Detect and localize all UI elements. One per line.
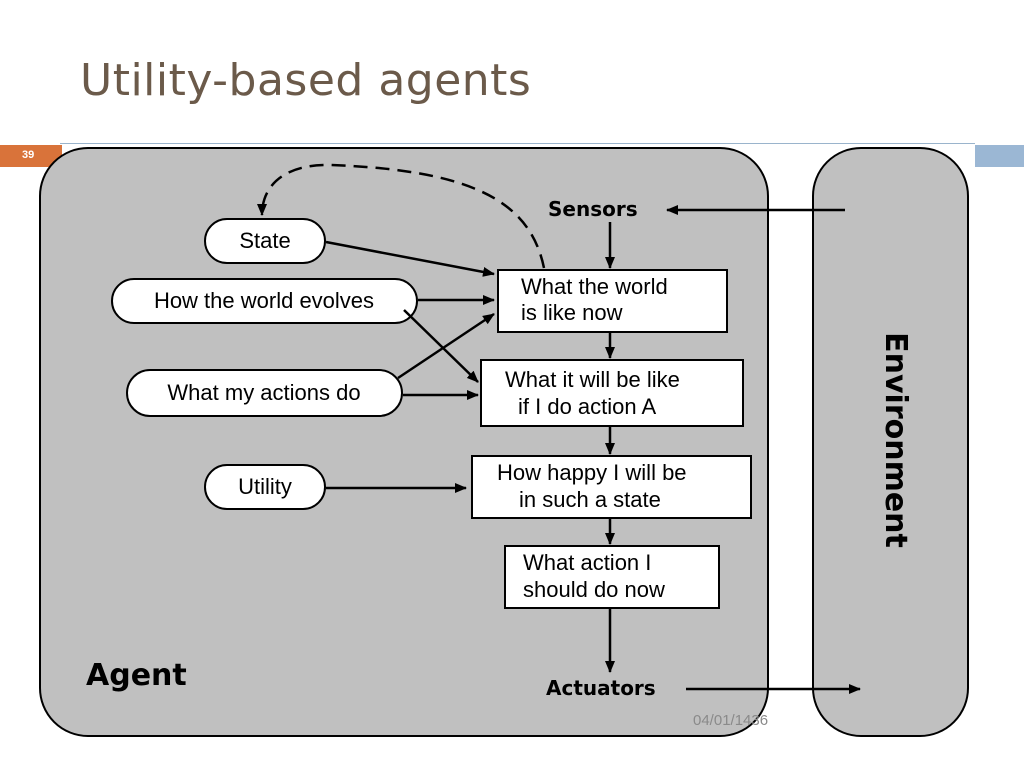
accent-bar (975, 145, 1024, 167)
world-evolves-oval (111, 278, 418, 324)
state-label: State (239, 228, 290, 253)
what-action-line2: should do now (523, 577, 665, 602)
arrow-evolves-to-will (403, 309, 479, 383)
will-be-like-box (480, 359, 744, 427)
agent-panel (39, 147, 769, 737)
environment-panel (812, 147, 969, 737)
world-now-box (497, 269, 728, 333)
utility-label: Utility (238, 474, 292, 499)
slide-number: 39 (0, 145, 62, 167)
how-happy-box (471, 455, 752, 519)
arrow-world-to-state-dashed (257, 163, 546, 269)
world-now-line2: is like now (521, 300, 623, 325)
world-evolves-label: How the world evolves (154, 288, 374, 313)
utility-oval (204, 464, 326, 510)
how-happy-line2: in such a state (519, 487, 661, 512)
world-now-line1: What the world (521, 274, 668, 299)
sensors-label: Sensors (548, 197, 638, 221)
title-divider (60, 143, 975, 144)
what-action-line1: What action I (523, 550, 651, 575)
actuators-label: Actuators (546, 676, 656, 700)
actions-do-label: What my actions do (167, 380, 360, 405)
arrow-actions-to-world (397, 312, 495, 380)
arrow-state-to-world (325, 240, 495, 277)
will-be-like-line1: What it will be like (505, 367, 680, 392)
slide-date: 04/01/1436 (693, 712, 769, 729)
how-happy-line1: How happy I will be (497, 460, 687, 485)
what-action-box (504, 545, 720, 609)
slide-title: Utility-based agents (80, 55, 532, 106)
actions-do-oval (126, 369, 403, 417)
agent-label: Agent (86, 658, 187, 693)
state-oval (204, 218, 326, 264)
environment-label: Environment (878, 332, 913, 548)
will-be-like-line2: if I do action A (518, 394, 657, 419)
